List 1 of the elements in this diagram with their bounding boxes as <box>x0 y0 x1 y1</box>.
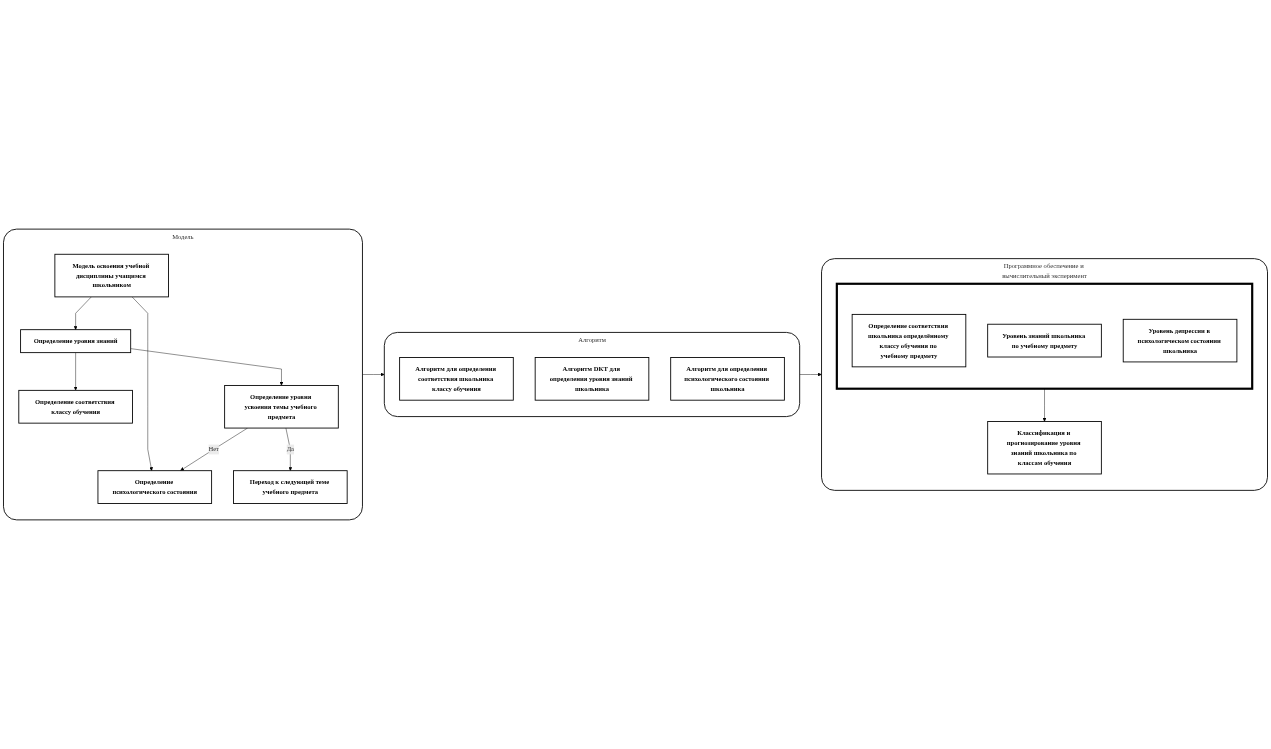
cluster <box>835 282 1254 390</box>
